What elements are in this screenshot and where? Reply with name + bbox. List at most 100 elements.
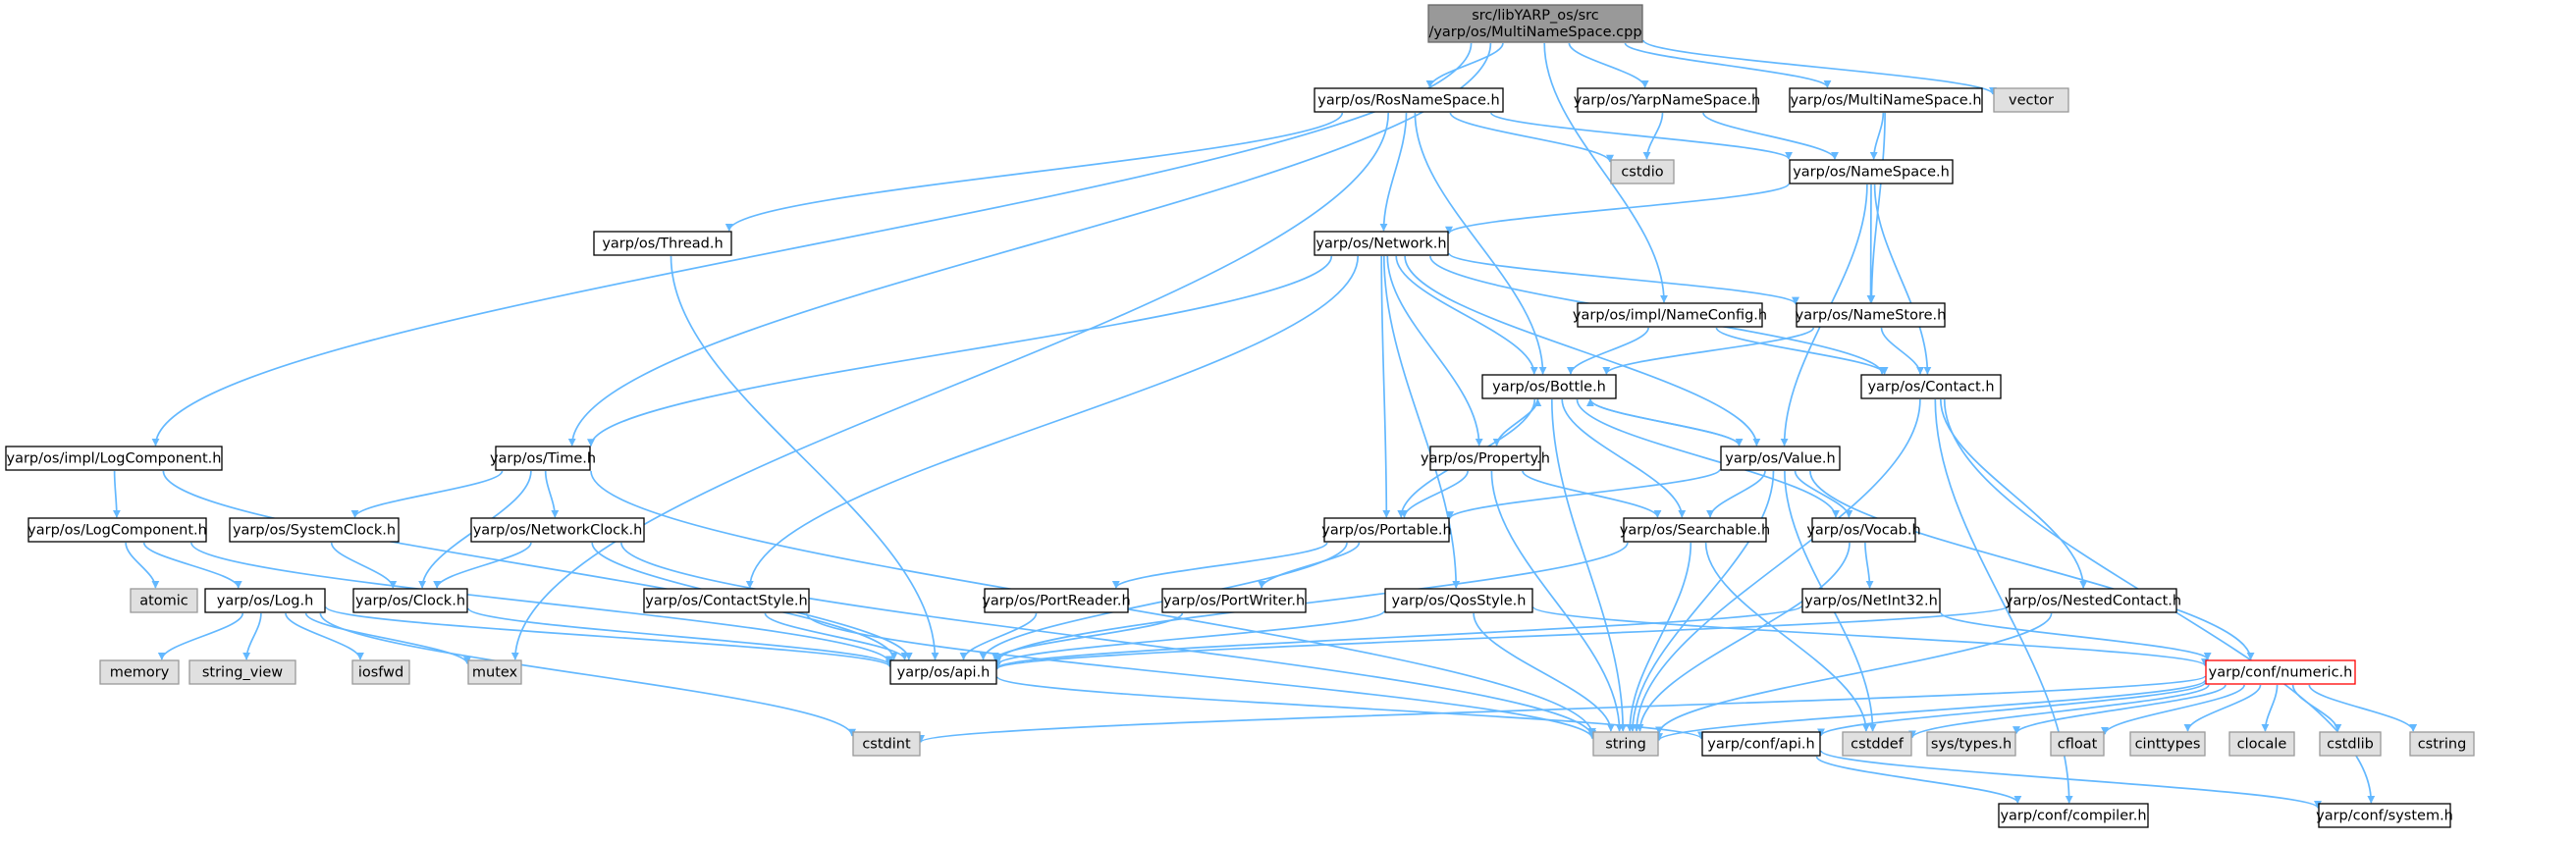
- node-label-atomic: atomic: [139, 594, 188, 609]
- edge-thread-to-api: [670, 255, 939, 660]
- node-log[interactable]: yarp/os/Log.h: [204, 588, 326, 613]
- node-confapi[interactable]: yarp/conf/api.h: [1701, 731, 1821, 757]
- edge-netclock-to-clock: [433, 542, 532, 589]
- node-box-api: [889, 659, 997, 685]
- edge-yarpns-to-namespace: [1702, 112, 1839, 160]
- edge-property-to-searchable: [1522, 470, 1662, 518]
- node-property[interactable]: yarp/os/Property.h: [1421, 446, 1550, 471]
- node-label-qosstyle: yarp/os/QosStyle.h: [1392, 594, 1527, 609]
- node-box-confapi: [1701, 731, 1821, 757]
- edge-netint32-to-api: [993, 604, 1802, 669]
- node-label-cstdint: cstdint: [862, 737, 911, 753]
- node-time[interactable]: yarp/os/Time.h: [490, 446, 596, 471]
- node-portwriter[interactable]: yarp/os/PortWriter.h: [1161, 588, 1307, 613]
- node-box-systypes: [1926, 731, 2016, 757]
- edge-netclock-to-string: [620, 542, 1596, 738]
- edge-numeric-to-cstdlib: [2291, 684, 2342, 732]
- node-label-contactstyle: yarp/os/ContactStyle.h: [645, 594, 807, 609]
- node-system[interactable]: yarp/conf/system.h: [2316, 803, 2453, 828]
- node-box-bottle: [1481, 374, 1617, 399]
- node-label-netclock: yarp/os/NetworkClock.h: [473, 523, 643, 539]
- node-value[interactable]: yarp/os/Value.h: [1720, 446, 1841, 471]
- node-box-sysclock: [229, 517, 400, 543]
- node-box-network: [1314, 231, 1449, 256]
- node-box-nestedcontact: [2009, 588, 2177, 613]
- node-nameconfig[interactable]: yarp/os/impl/NameConfig.h: [1573, 302, 1767, 328]
- node-namestore[interactable]: yarp/os/NameStore.h: [1796, 302, 1947, 328]
- node-label-cfloat: cfloat: [2058, 737, 2098, 753]
- edge-value-to-searchable: [1706, 470, 1766, 518]
- node-box-cinttypes: [2129, 731, 2206, 757]
- node-label-systypes: sys/types.h: [1931, 737, 2012, 753]
- node-root[interactable]: src/libYARP_os/src/yarp/os/MultiNameSpac…: [1427, 4, 1643, 43]
- node-rosns[interactable]: yarp/os/RosNameSpace.h: [1314, 87, 1504, 113]
- node-qosstyle[interactable]: yarp/os/QosStyle.h: [1384, 588, 1533, 613]
- node-multins[interactable]: yarp/os/MultiNameSpace.h: [1789, 87, 1983, 113]
- node-vocab[interactable]: yarp/os/Vocab.h: [1806, 517, 1921, 543]
- edge-value-to-string: [1629, 470, 1775, 732]
- node-sysclock[interactable]: yarp/os/SystemClock.h: [229, 517, 400, 543]
- node-mutex: mutex: [467, 659, 522, 685]
- edge-log-to-memory: [157, 612, 244, 660]
- node-box-namestore: [1796, 302, 1946, 328]
- edge-numeric-to-confapi: [1817, 681, 2206, 737]
- edge-root-to-nameconfig: [1543, 42, 1668, 303]
- node-clock[interactable]: yarp/os/Clock.h: [352, 588, 468, 613]
- node-compiler[interactable]: yarp/conf/compiler.h: [1998, 803, 2149, 828]
- node-label-log: yarp/os/Log.h: [217, 594, 314, 609]
- node-logc[interactable]: yarp/os/LogComponent.h: [27, 517, 207, 543]
- node-box-log: [204, 588, 326, 613]
- edge-root-to-implogc: [151, 42, 1473, 447]
- node-label-clocale: clocale: [2237, 737, 2287, 753]
- node-portreader[interactable]: yarp/os/PortReader.h: [982, 588, 1131, 613]
- node-netint32[interactable]: yarp/os/NetInt32.h: [1801, 588, 1941, 613]
- edge-network-to-contactstyle: [745, 255, 1360, 589]
- node-label-vector: vector: [2009, 93, 2054, 109]
- edge-bottle-to-string: [1550, 398, 1628, 732]
- edge-numeric-to-systypes: [2012, 684, 2227, 735]
- node-implogc[interactable]: yarp/os/impl/LogComponent.h: [5, 446, 223, 471]
- node-label-system: yarp/conf/system.h: [2316, 809, 2453, 824]
- node-label-portreader: yarp/os/PortReader.h: [982, 594, 1130, 609]
- node-box-root: [1427, 4, 1643, 43]
- edge-value-to-portable: [1446, 468, 1721, 520]
- node-api[interactable]: yarp/os/api.h: [889, 659, 997, 685]
- node-label-root: /yarp/os/MultiNameSpace.cpp: [1428, 25, 1641, 40]
- node-label-cstring: cstring: [2418, 737, 2467, 753]
- node-box-portable: [1323, 517, 1450, 543]
- node-network[interactable]: yarp/os/Network.h: [1314, 231, 1449, 256]
- node-label-nameconfig: yarp/os/impl/NameConfig.h: [1573, 308, 1767, 324]
- node-label-value: yarp/os/Value.h: [1725, 451, 1835, 467]
- node-box-logc: [27, 517, 207, 543]
- edge-logc-to-log: [142, 542, 242, 589]
- node-label-nestedcontact: yarp/os/NestedContact.h: [2005, 594, 2181, 609]
- node-netclock[interactable]: yarp/os/NetworkClock.h: [470, 517, 645, 543]
- node-label-property: yarp/os/Property.h: [1421, 451, 1550, 467]
- node-portable[interactable]: yarp/os/Portable.h: [1321, 517, 1452, 543]
- node-namespace[interactable]: yarp/os/NameSpace.h: [1789, 159, 1954, 184]
- node-yarpns[interactable]: yarp/os/YarpNameSpace.h: [1574, 87, 1761, 113]
- node-atomic: atomic: [130, 588, 198, 613]
- node-contactstyle[interactable]: yarp/os/ContactStyle.h: [643, 588, 810, 613]
- node-numeric[interactable]: yarp/conf/numeric.h: [2205, 659, 2356, 685]
- edge-nestedcontact-to-api: [993, 604, 2010, 670]
- edge-log-to-iosfwd: [285, 612, 364, 660]
- edge-network-to-time: [587, 255, 1333, 447]
- node-contact[interactable]: yarp/os/Contact.h: [1860, 374, 2002, 399]
- edge-rosns-to-network: [1379, 112, 1408, 232]
- node-label-api: yarp/os/api.h: [897, 665, 991, 681]
- node-label-thread: yarp/os/Thread.h: [602, 237, 723, 252]
- node-label-cstddef: cstddef: [1851, 737, 1905, 753]
- node-label-confapi: yarp/conf/api.h: [1707, 737, 1814, 753]
- edge-sysclock-to-clock: [330, 542, 398, 589]
- node-bottle[interactable]: yarp/os/Bottle.h: [1481, 374, 1617, 399]
- node-thread[interactable]: yarp/os/Thread.h: [593, 231, 732, 256]
- node-box-vocab: [1811, 517, 1916, 543]
- node-box-qosstyle: [1384, 588, 1533, 613]
- node-nestedcontact[interactable]: yarp/os/NestedContact.h: [2005, 588, 2181, 613]
- node-searchable[interactable]: yarp/os/Searchable.h: [1620, 517, 1770, 543]
- edge-rosns-to-mutex: [510, 112, 1390, 660]
- edge-namespace-to-network: [1445, 183, 1790, 235]
- edge-network-to-portable: [1380, 255, 1391, 518]
- node-label-namestore: yarp/os/NameStore.h: [1796, 308, 1947, 324]
